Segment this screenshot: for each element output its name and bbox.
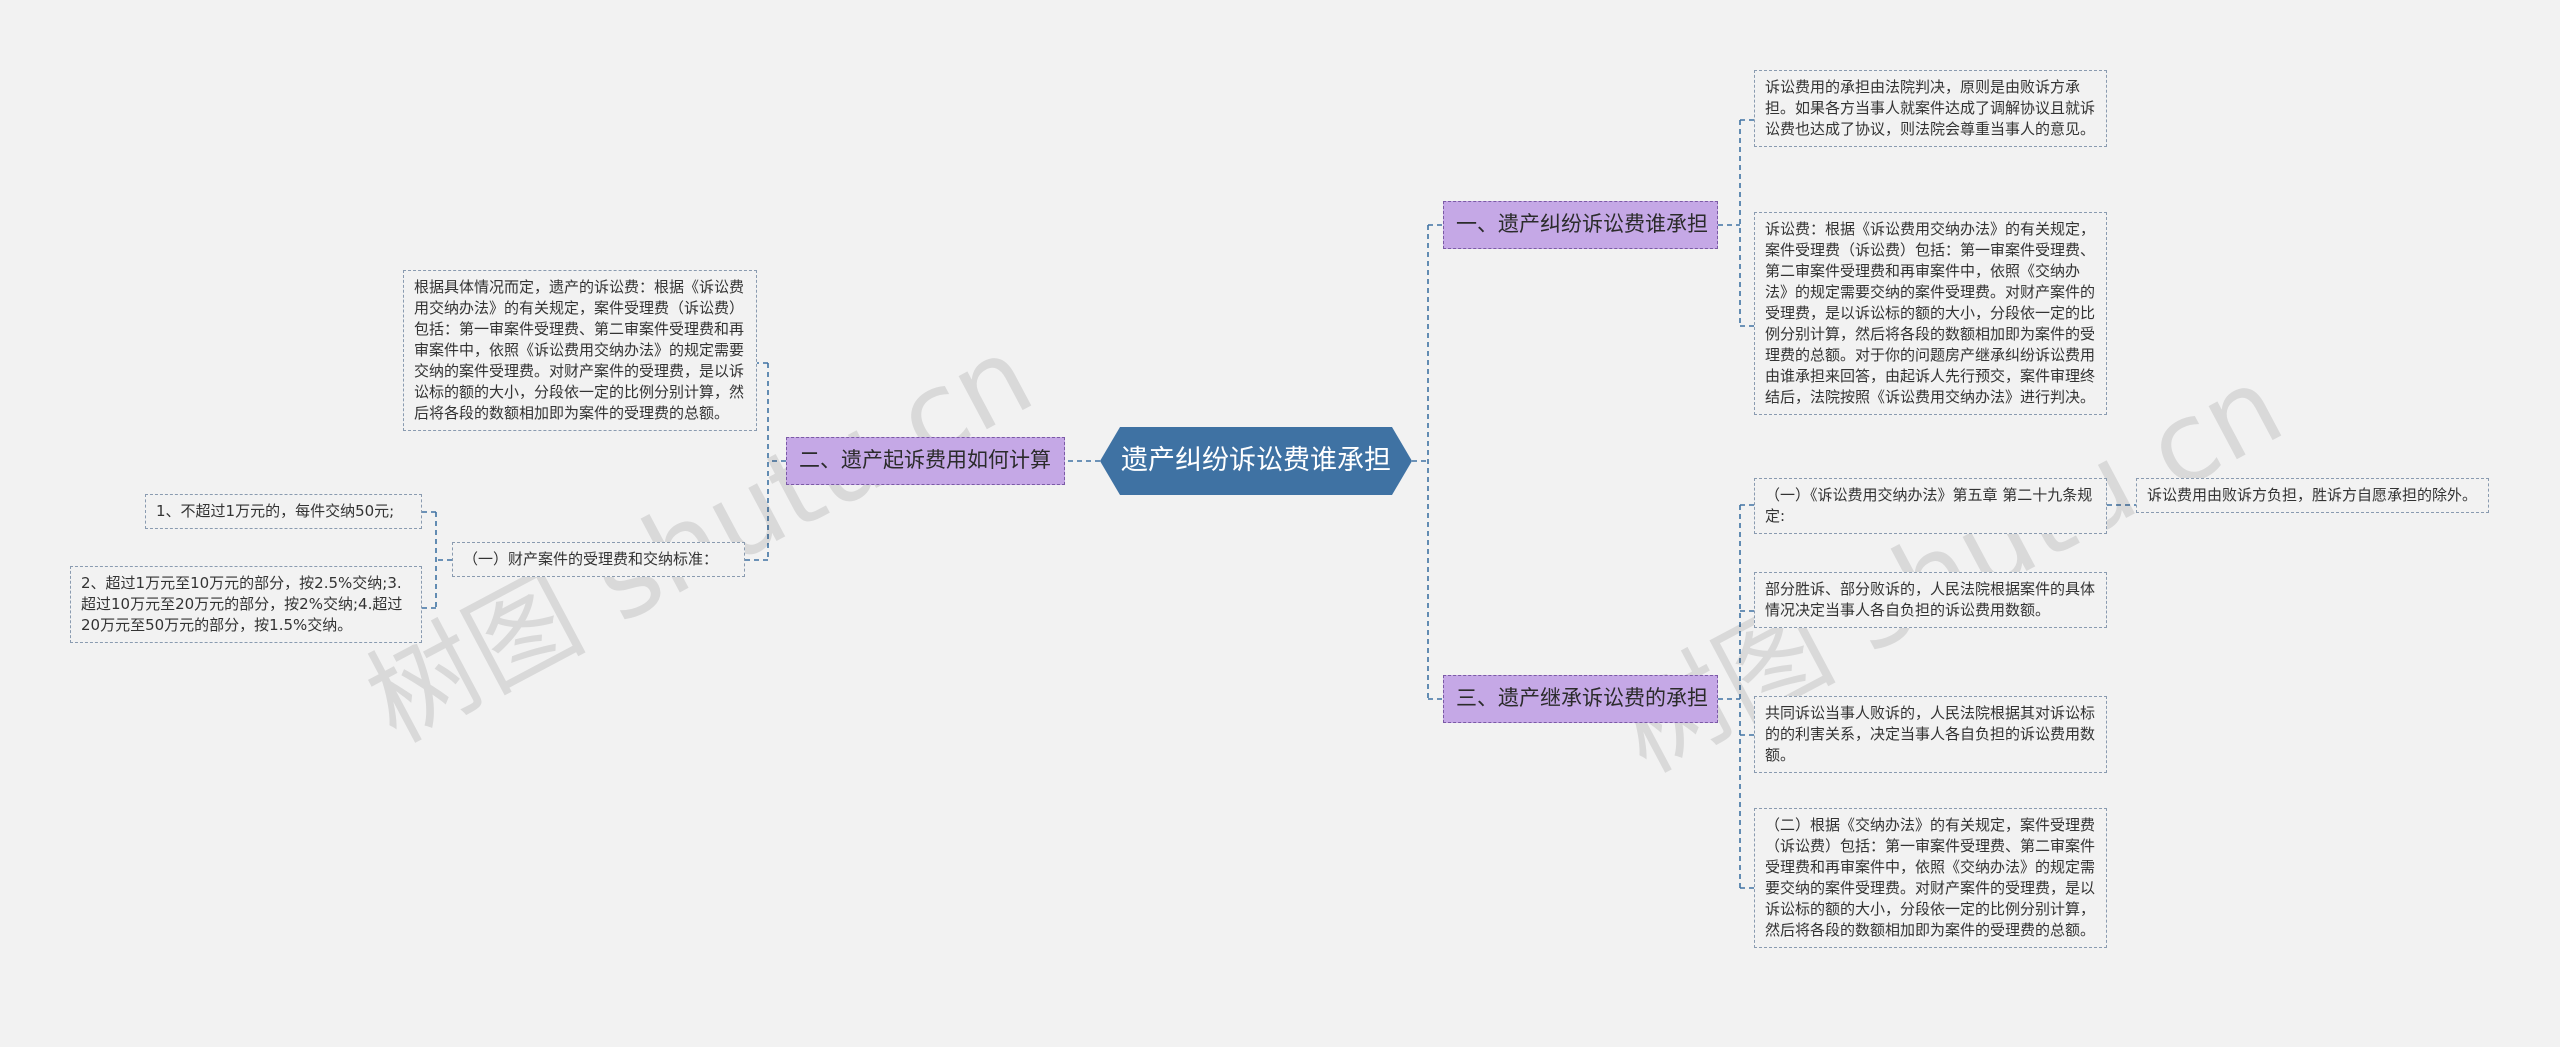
leaf-fee-principle: 诉讼费用的承担由法院判决，原则是由败诉方承担。如果各方当事人就案件达成了调解协议…: [1754, 70, 2107, 147]
root-topic[interactable]: 遗产纠纷诉讼费谁承担: [1100, 427, 1412, 495]
leaf-tiered-rates: 2、超过1万元至10万元的部分，按2.5%交纳;3.超过10万元至20万元的部分…: [70, 566, 422, 643]
branch-fee-calculation[interactable]: 二、遗产起诉费用如何计算: [786, 437, 1065, 485]
leaf-fee-depends: 根据具体情况而定，遗产的诉讼费：根据《诉讼费用交纳办法》的有关规定，案件受理费（…: [403, 270, 757, 431]
leaf-under-10k: 1、不超过1万元的，每件交纳50元;: [145, 494, 422, 529]
branch-fee-bearer[interactable]: 一、遗产纠纷诉讼费谁承担: [1443, 201, 1718, 249]
leaf-partial-win: 部分胜诉、部分败诉的，人民法院根据案件的具体情况决定当事人各自负担的诉讼费用数额…: [1754, 572, 2107, 628]
leaf-loser-pays: 诉讼费用由败诉方负担，胜诉方自愿承担的除外。: [2136, 478, 2489, 513]
leaf-fee-regulation: （二）根据《交纳办法》的有关规定，案件受理费（诉讼费）包括：第一审案件受理费、第…: [1754, 808, 2107, 948]
leaf-article-29: （一）《诉讼费用交纳办法》第五章 第二十九条规定:: [1754, 478, 2107, 534]
leaf-joint-litigants: 共同诉讼当事人败诉的，人民法院根据其对诉讼标的的利害关系，决定当事人各自负担的诉…: [1754, 696, 2107, 773]
branch-inheritance-fee[interactable]: 三、遗产继承诉讼费的承担: [1443, 675, 1718, 723]
leaf-fee-definition: 诉讼费：根据《诉讼费用交纳办法》的有关规定，案件受理费（诉讼费）包括：第一审案件…: [1754, 212, 2107, 415]
leaf-property-standard: （一）财产案件的受理费和交纳标准：: [452, 542, 745, 577]
